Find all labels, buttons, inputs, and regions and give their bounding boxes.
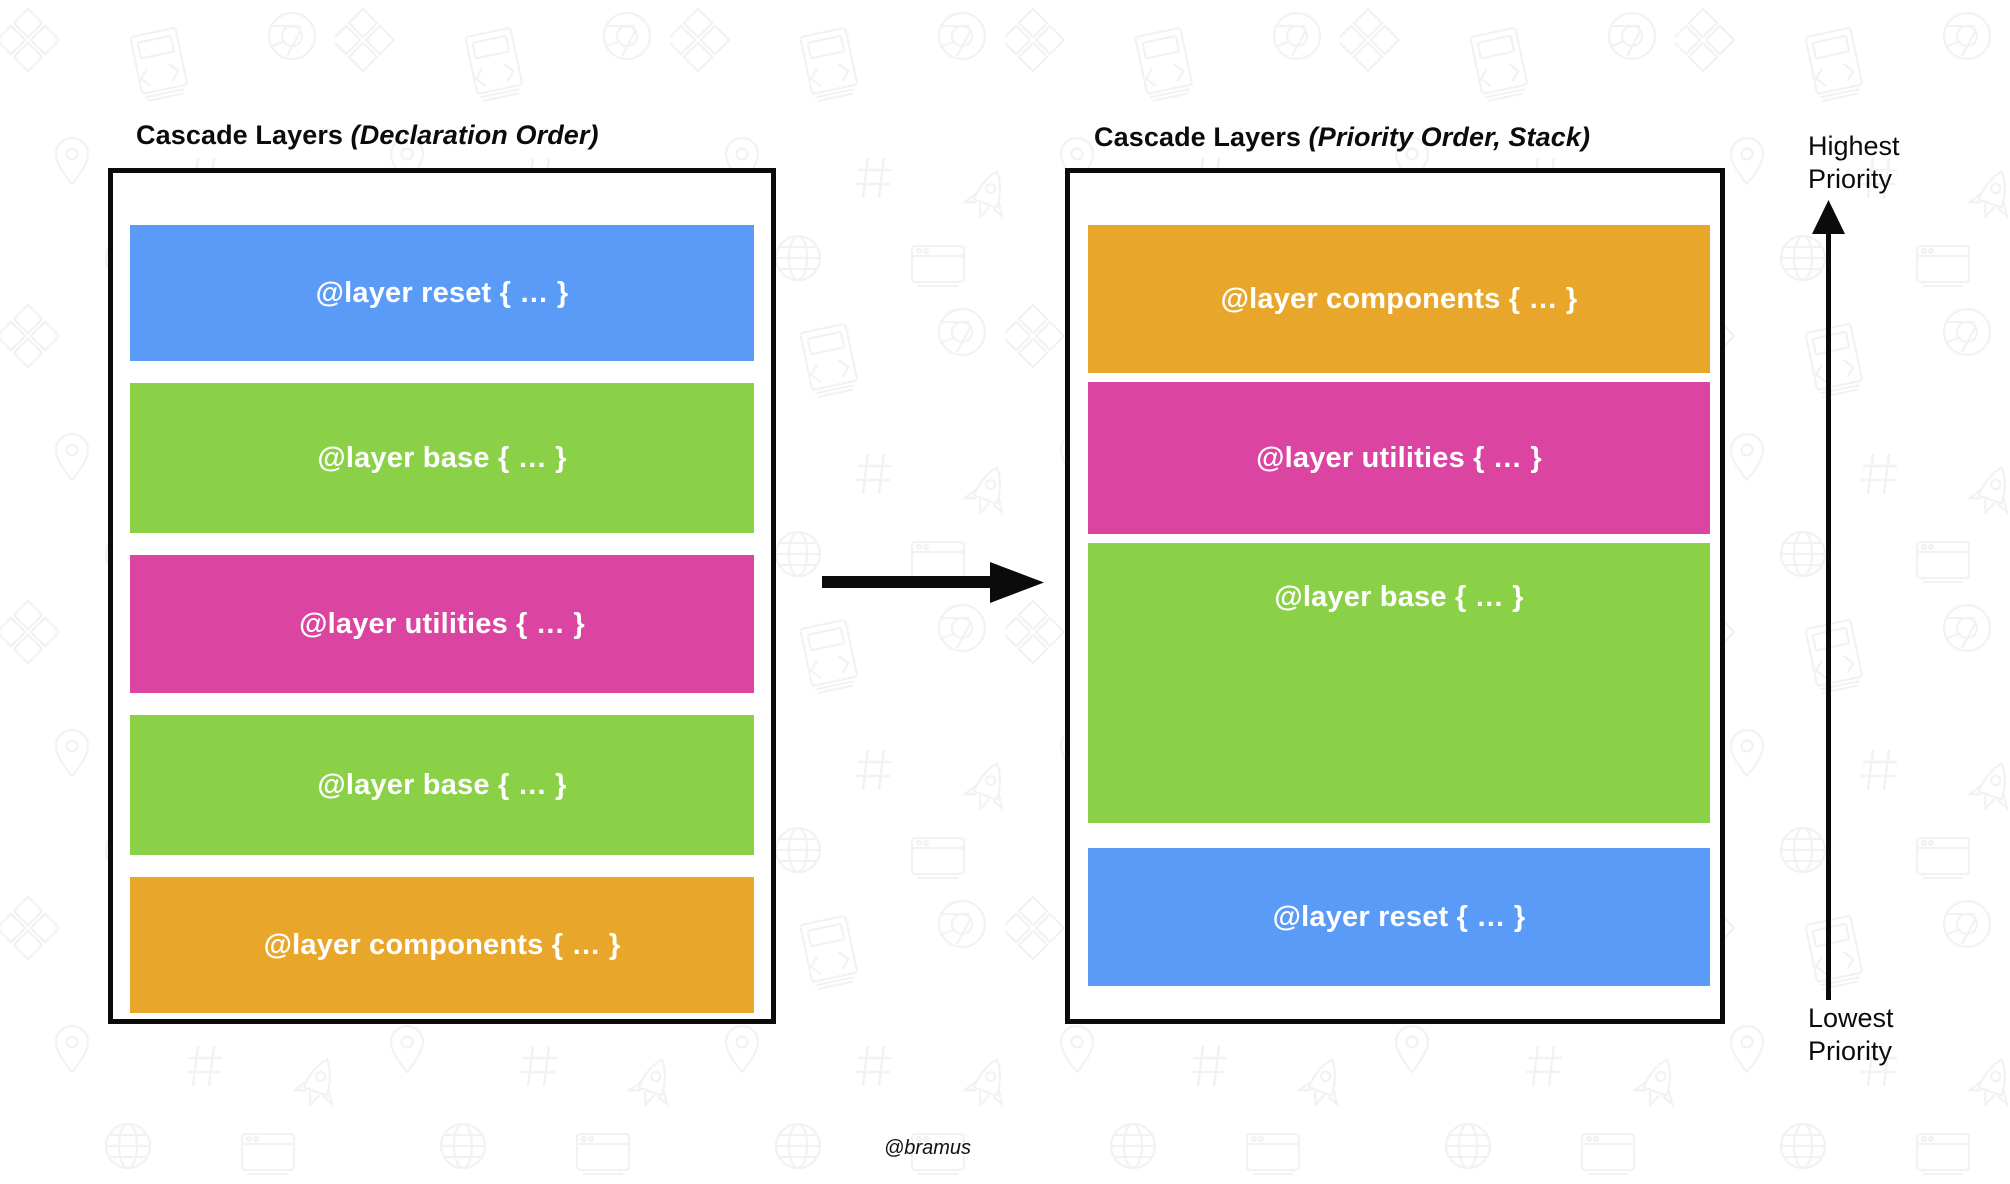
stack-block-reset[interactable]: @layer reset { … } (1088, 848, 1710, 986)
layer-block-components[interactable]: @layer components { … } (130, 877, 754, 1013)
arrow-right-icon (822, 562, 1044, 603)
declaration-order-box: @layer reset { … } @layer base { … } @la… (108, 168, 776, 1024)
layer-label: @layer components { … } (263, 928, 621, 961)
layer-label: @layer utilities { … } (1256, 441, 1542, 474)
right-panel-title: Cascade Layers (Priority Order, Stack) (1094, 122, 1590, 153)
layer-label: @layer reset { … } (1272, 900, 1526, 933)
layer-block-utilities[interactable]: @layer utilities { … } (130, 555, 754, 693)
layer-label: @layer base { … } (317, 768, 567, 801)
layer-label: @layer components { … } (1220, 282, 1578, 315)
stack-block-base[interactable]: @layer base { … } (1088, 543, 1710, 823)
lowest-priority-label: Lowest Priority (1808, 1003, 1894, 1066)
left-panel-title: Cascade Layers (Declaration Order) (136, 120, 599, 151)
priority-order-stack-box: @layer components { … } @layer utilities… (1065, 168, 1725, 1024)
layer-label: @layer base { … } (1274, 581, 1524, 613)
left-panel-title-emphasis: (Declaration Order) (350, 120, 599, 150)
highest-priority-label: Highest Priority (1808, 131, 1900, 194)
right-panel-title-emphasis: (Priority Order, Stack) (1308, 122, 1591, 152)
left-panel-title-main: Cascade Layers (136, 120, 351, 150)
arrow-up-icon (1812, 200, 1845, 1000)
stack-block-components[interactable]: @layer components { … } (1088, 225, 1710, 373)
stack-block-utilities[interactable]: @layer utilities { … } (1088, 382, 1710, 534)
right-panel-title-main: Cascade Layers (1094, 122, 1309, 152)
transform-arrow (822, 560, 1044, 606)
layer-label: @layer base { … } (317, 441, 567, 474)
layer-block-reset[interactable]: @layer reset { … } (130, 225, 754, 361)
layer-label: @layer utilities { … } (299, 607, 585, 640)
priority-direction-arrow (1800, 200, 1858, 1000)
layer-label: @layer reset { … } (315, 276, 569, 309)
layer-block-base-1[interactable]: @layer base { … } (130, 383, 754, 533)
author-credit: @bramus (884, 1137, 971, 1159)
layer-block-base-2[interactable]: @layer base { … } (130, 715, 754, 855)
